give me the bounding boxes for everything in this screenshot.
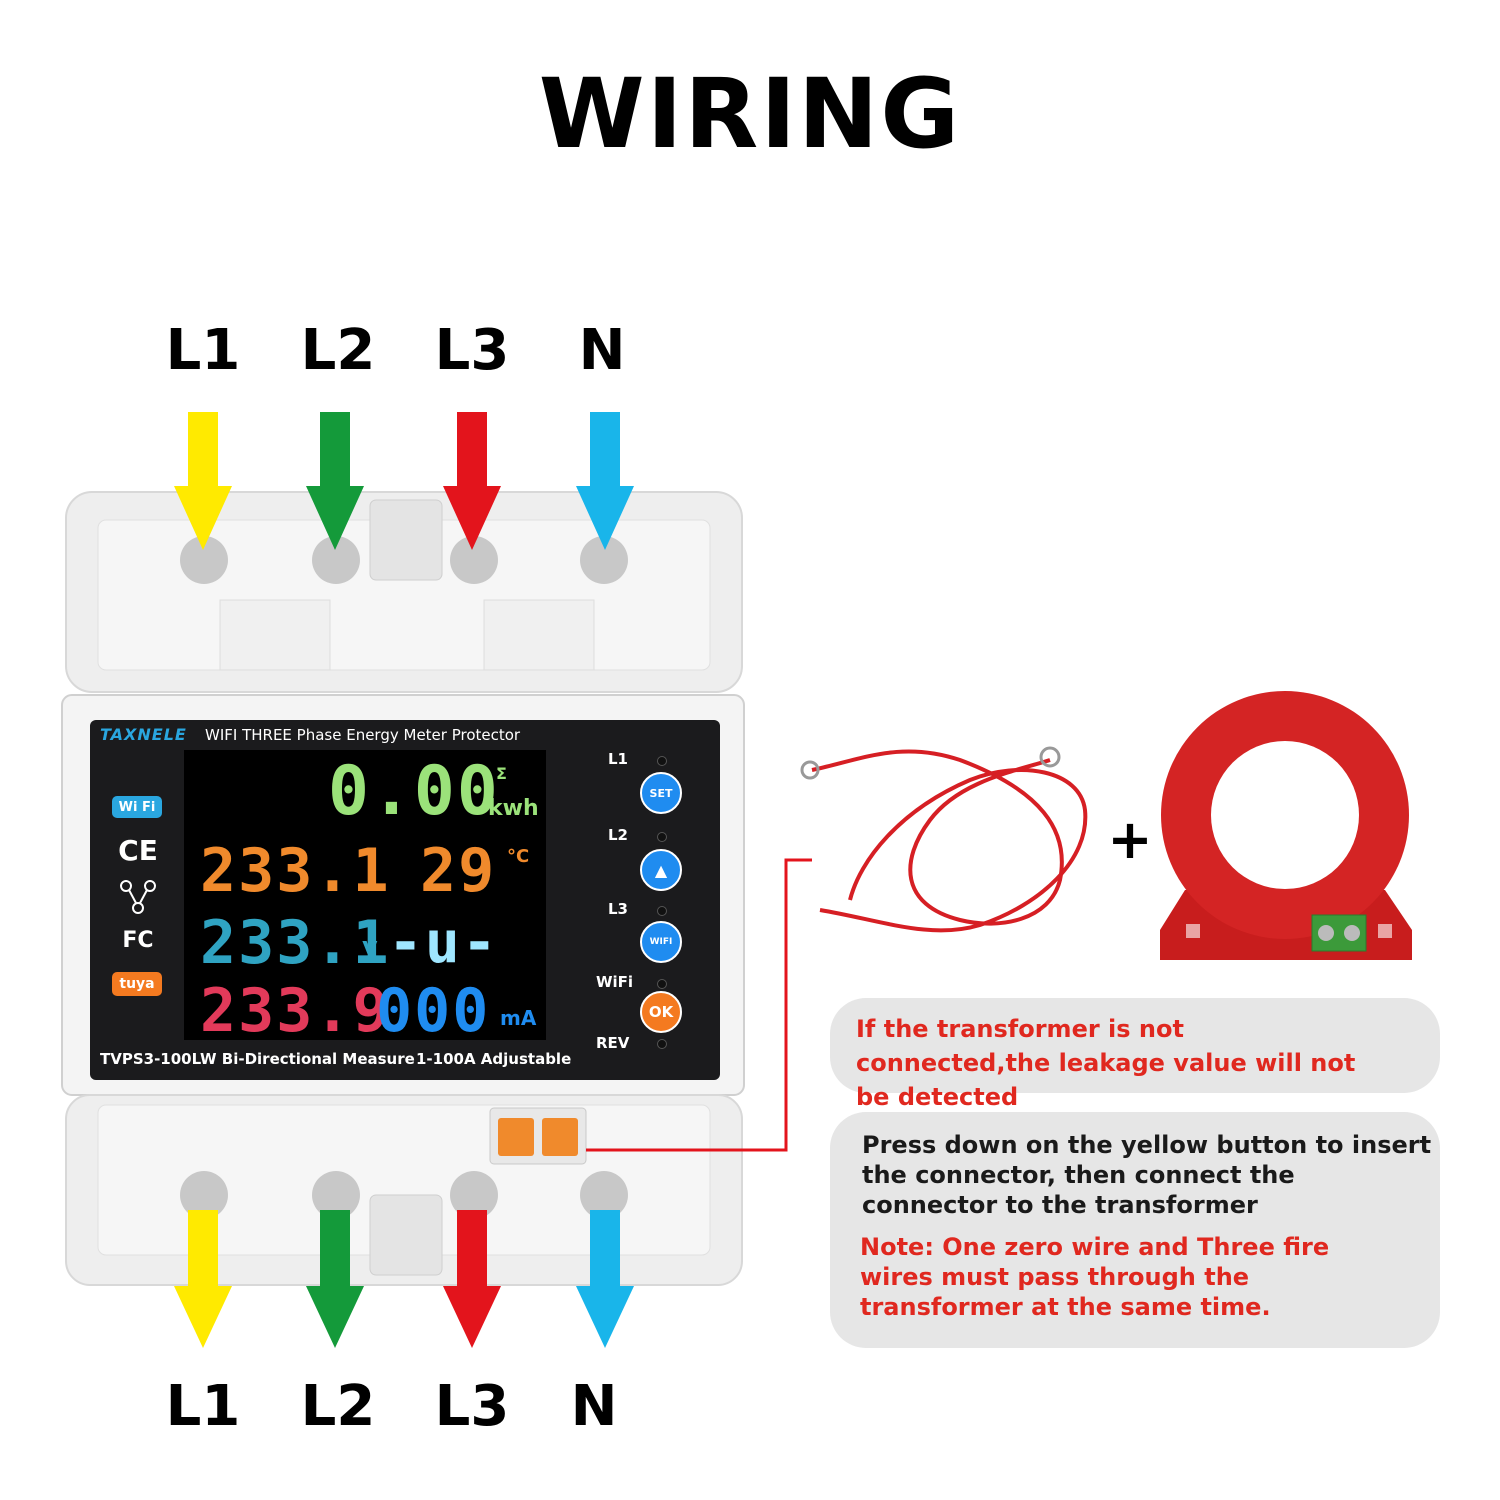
led-l3 (657, 906, 667, 916)
led-l2 (657, 832, 667, 842)
terminal-label-top-l2: L2 (300, 318, 376, 383)
fcc-cert-icon: FC (122, 928, 154, 953)
temperature-reading: 29 (420, 836, 497, 906)
ce-cert-icon: CE (118, 834, 158, 867)
instruction-text: Press down on the yellow button to inser… (862, 1131, 1432, 1219)
terminal-label-bottom-l1: L1 (165, 1374, 241, 1439)
terminal-label-top-n: N (578, 318, 626, 383)
device-brand: TAXNELE (100, 725, 187, 744)
current-transformer-image (1160, 691, 1412, 960)
wifi-cert-icon: Wi Fi (112, 796, 162, 818)
terminal-label-bottom-n: N (570, 1374, 618, 1439)
set-button[interactable]: SET (640, 772, 682, 814)
note-text: Note: One zero wire and Three fire wires… (860, 1233, 1330, 1321)
red-cable-image (800, 746, 1088, 933)
led-wifi (657, 979, 667, 989)
voltage-unit: v (362, 932, 378, 960)
terminal-label-top-l3: L3 (434, 318, 510, 383)
terminal-label-bottom-l3: L3 (434, 1374, 510, 1439)
led-rev (657, 1039, 667, 1049)
wifi-down-button[interactable]: WIFI (640, 921, 682, 963)
side-label-wifi: WiFi (596, 973, 634, 991)
energy-unit: kwh (488, 796, 539, 821)
connection-line (586, 858, 812, 1152)
voltage-reading-1: 233.1 (200, 836, 391, 906)
bottom-arrows (174, 1210, 634, 1348)
terminal-label-top-l1: L1 (165, 318, 241, 383)
led-l1 (657, 756, 667, 766)
side-label-l1: L1 (608, 750, 628, 768)
voltage-reading-3: 233.9 (200, 976, 391, 1046)
ok-button[interactable]: OK (640, 991, 682, 1033)
device-panel-title: WIFI THREE Phase Energy Meter Protector (205, 726, 521, 744)
energy-sigma: Σ (496, 764, 507, 783)
lcd-display (184, 750, 546, 1040)
plus-sign: + (1107, 808, 1153, 871)
mode-indicator: -u- (388, 908, 499, 976)
up-button[interactable]: ▲ (640, 849, 682, 891)
leakage-reading: 000 (376, 976, 491, 1046)
bottom-terminal-block (65, 1094, 743, 1286)
page-title: WIRING (538, 58, 962, 170)
side-label-rev: REV (596, 1034, 630, 1052)
device-range-text: 1-100A Adjustable (416, 1050, 572, 1068)
warning-text: If the transformer is not connected,the … (856, 1015, 1356, 1111)
terminal-label-bottom-l2: L2 (300, 1374, 376, 1439)
tuya-logo-icon: tuya (112, 972, 162, 996)
temperature-unit: °C (507, 846, 530, 867)
warning-callout: If the transformer is not connected,the … (830, 998, 1440, 1111)
top-arrows (174, 412, 634, 550)
side-label-l2: L2 (608, 826, 628, 844)
side-label-l3: L3 (608, 900, 628, 918)
instruction-callout: Press down on the yellow button to inser… (830, 1112, 1440, 1348)
top-terminal-block (65, 491, 743, 693)
voltage-reading-2: 233.1 (200, 908, 391, 978)
network-icon (120, 880, 156, 914)
device-model-text: TVPS3-100LW Bi-Directional Measure (100, 1050, 415, 1068)
energy-value: 0.00 (328, 752, 500, 831)
leakage-unit: mA (500, 1006, 537, 1030)
